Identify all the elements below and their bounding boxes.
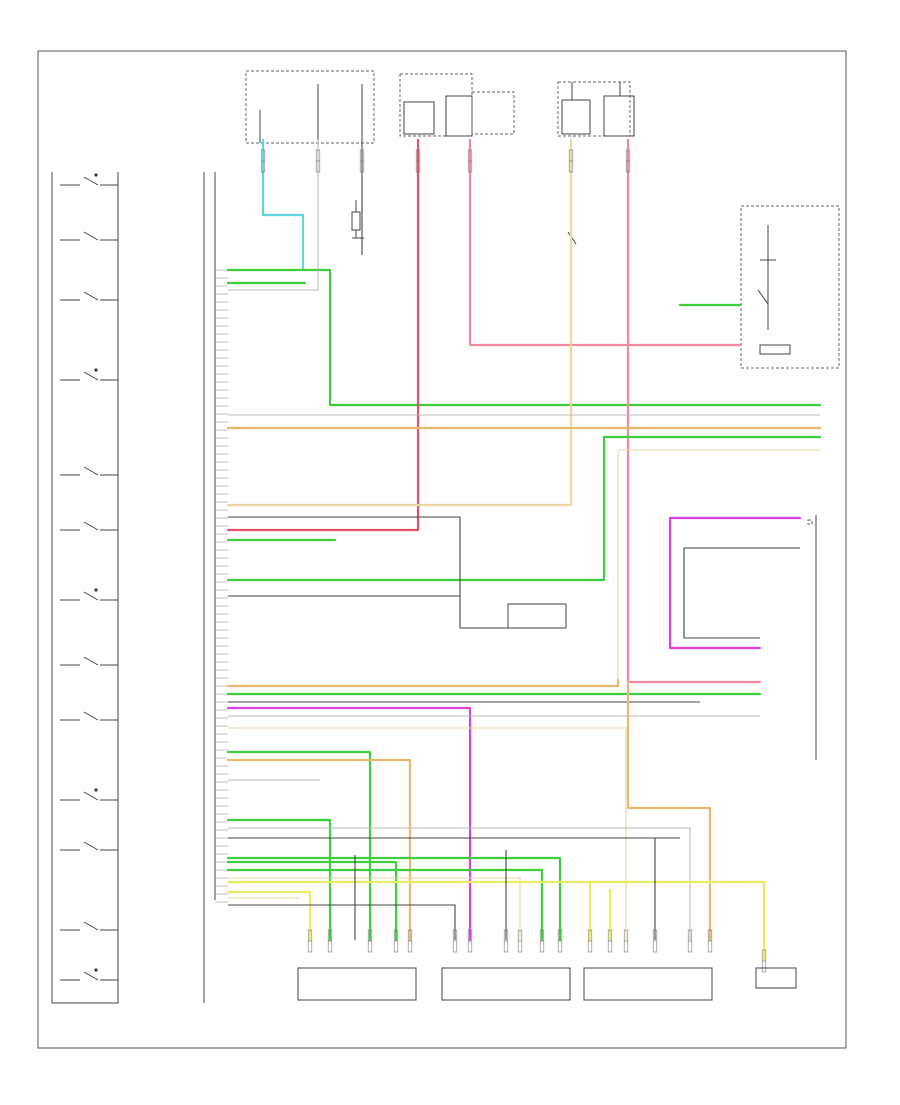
instrument-cluster-box: [740, 205, 840, 369]
wire-orange-4: [626, 680, 712, 942]
switch-contact: [83, 971, 99, 981]
wire-magenta-2: [226, 706, 472, 942]
pin-columns: [215, 269, 228, 903]
wire-gray-1: [228, 140, 319, 291]
switch-contact: [83, 656, 99, 666]
wire-green-9: [226, 856, 562, 942]
top-fuse-box-2: [557, 81, 635, 137]
actuator-3: [583, 967, 713, 1001]
actuator-2: [441, 967, 571, 1001]
wire-green-8: [226, 868, 544, 942]
diagram-frame: [37, 50, 847, 1049]
switch-contact: [83, 711, 99, 721]
wire-tan-4: [228, 877, 521, 940]
actuator-4: [755, 967, 797, 989]
wire-gray-5: [228, 827, 691, 940]
wire-orange-3: [226, 758, 412, 942]
wire-tan: [226, 138, 573, 507]
switch-contact: [83, 231, 99, 241]
wire-tan-3: [228, 727, 627, 940]
switch-symbols: [60, 173, 118, 981]
wire-green-5: [226, 750, 372, 942]
wire-pink-top: [468, 138, 742, 347]
wire-green-2: [226, 435, 822, 582]
wire-yellow-1: [226, 880, 766, 962]
ground-dot: [94, 588, 98, 592]
splice-box: [507, 603, 567, 629]
right-module: [807, 515, 817, 760]
switch-contact: [83, 371, 99, 381]
ground-dot: [94, 788, 98, 792]
wire-green-6: [226, 818, 332, 942]
connector-stubs: [260, 149, 767, 973]
ground-dot: [94, 368, 98, 372]
wire-magenta-1: [668, 516, 802, 650]
top-fuse-box-1: [399, 73, 515, 137]
top-sensor-box: [245, 70, 375, 144]
ground-dot: [94, 173, 98, 177]
wire-black-7: [228, 904, 456, 940]
ground-dot: [94, 968, 98, 972]
switch-contact: [83, 591, 99, 601]
switch-contact: [83, 841, 99, 851]
wire-red: [226, 138, 420, 532]
actuator-1: [297, 967, 417, 1001]
switch-contact: [83, 921, 99, 931]
switch-contact: [83, 176, 99, 186]
wire-yellow-2: [226, 890, 312, 942]
control-module: [51, 172, 216, 1004]
switch-contact: [83, 791, 99, 801]
switch-contact: [83, 466, 99, 476]
switch-contact: [83, 521, 99, 531]
wire-orange-2: [226, 678, 620, 688]
wire-cyan: [261, 138, 305, 272]
wire-harness: [226, 138, 822, 962]
wire-green-main: [226, 268, 822, 407]
switch-contact: [83, 291, 99, 301]
wire-black-2: [228, 516, 508, 629]
wire-pink-right: [626, 138, 762, 684]
wire-green-7: [226, 860, 398, 942]
wire-black-4: [683, 547, 800, 639]
wire-tan-2: [617, 449, 820, 680]
